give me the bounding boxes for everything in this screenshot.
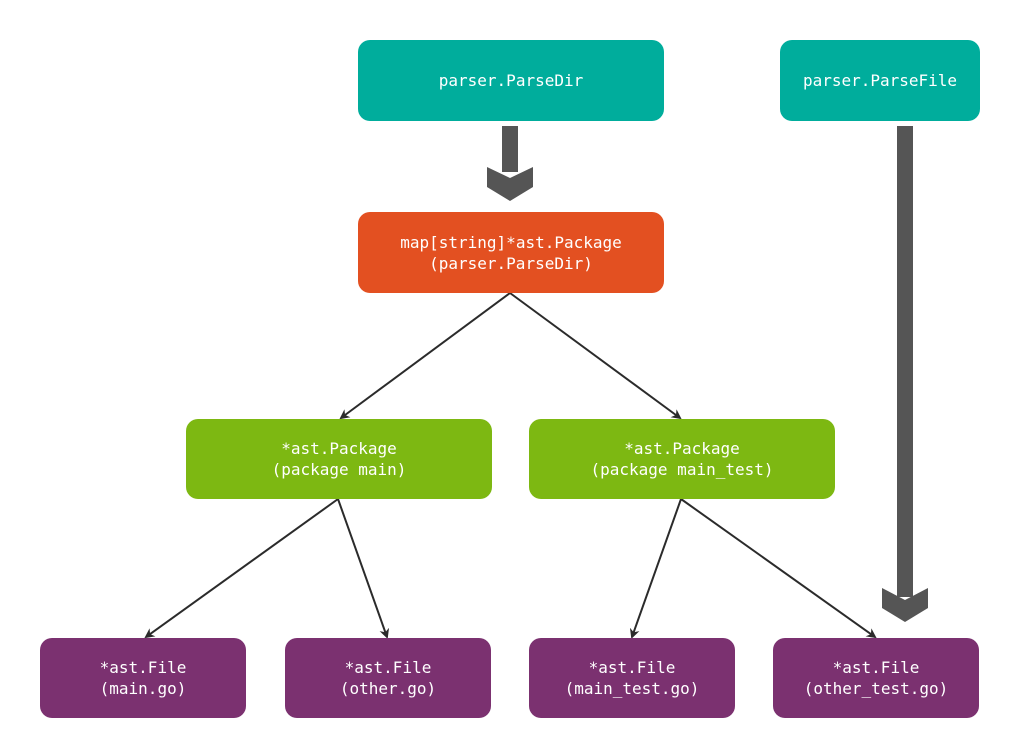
node-label-line2: (main.go)	[99, 679, 187, 698]
node-label-line1: *ast.Package	[624, 439, 740, 458]
node-file-main-test: *ast.File (main_test.go)	[529, 638, 735, 718]
node-package-main: *ast.Package (package main)	[186, 419, 492, 499]
node-label-line2: (main_test.go)	[564, 679, 700, 698]
node-parser-parsefile: parser.ParseFile	[780, 40, 980, 121]
edge-package-main-test-to-file-other-test	[680, 498, 877, 639]
edge-package-main-to-file-main	[144, 498, 339, 639]
node-label-line2: (parser.ParseDir)	[429, 253, 593, 273]
edge-package-main-to-file-other	[337, 498, 390, 639]
node-label-line2: (other.go)	[339, 679, 437, 698]
node-package-map: map[string]*ast.Package (parser.ParseDir…	[358, 212, 664, 293]
node-parser-parsedir: parser.ParseDir	[358, 40, 664, 121]
edge-map-to-package-main	[339, 292, 511, 420]
node-label-line1: map[string]*ast.Package	[400, 232, 622, 252]
edge-package-main-test-to-file-main-test	[629, 498, 682, 639]
edge-map-to-package-main-test	[509, 292, 682, 420]
node-label-line2: (package main_test)	[590, 460, 774, 479]
node-label: parser.ParseDir	[438, 71, 584, 90]
node-label-line1: *ast.File	[99, 658, 187, 677]
node-label-line1: *ast.Package	[281, 439, 397, 458]
node-file-other-test: *ast.File (other_test.go)	[773, 638, 979, 718]
node-label-line1: *ast.File	[832, 658, 920, 677]
node-file-other: *ast.File (other.go)	[285, 638, 491, 718]
node-label-line2: (other_test.go)	[803, 679, 949, 698]
node-package-main-test: *ast.Package (package main_test)	[529, 419, 835, 499]
thick-arrow-parsedir-to-map	[487, 126, 533, 201]
node-label-line1: *ast.File	[344, 658, 432, 677]
thick-arrow-parsefile-to-other-test	[882, 126, 928, 622]
node-label: parser.ParseFile	[802, 71, 958, 90]
node-file-main: *ast.File (main.go)	[40, 638, 246, 718]
node-label-line1: *ast.File	[588, 658, 676, 677]
node-label-line2: (package main)	[271, 460, 407, 479]
